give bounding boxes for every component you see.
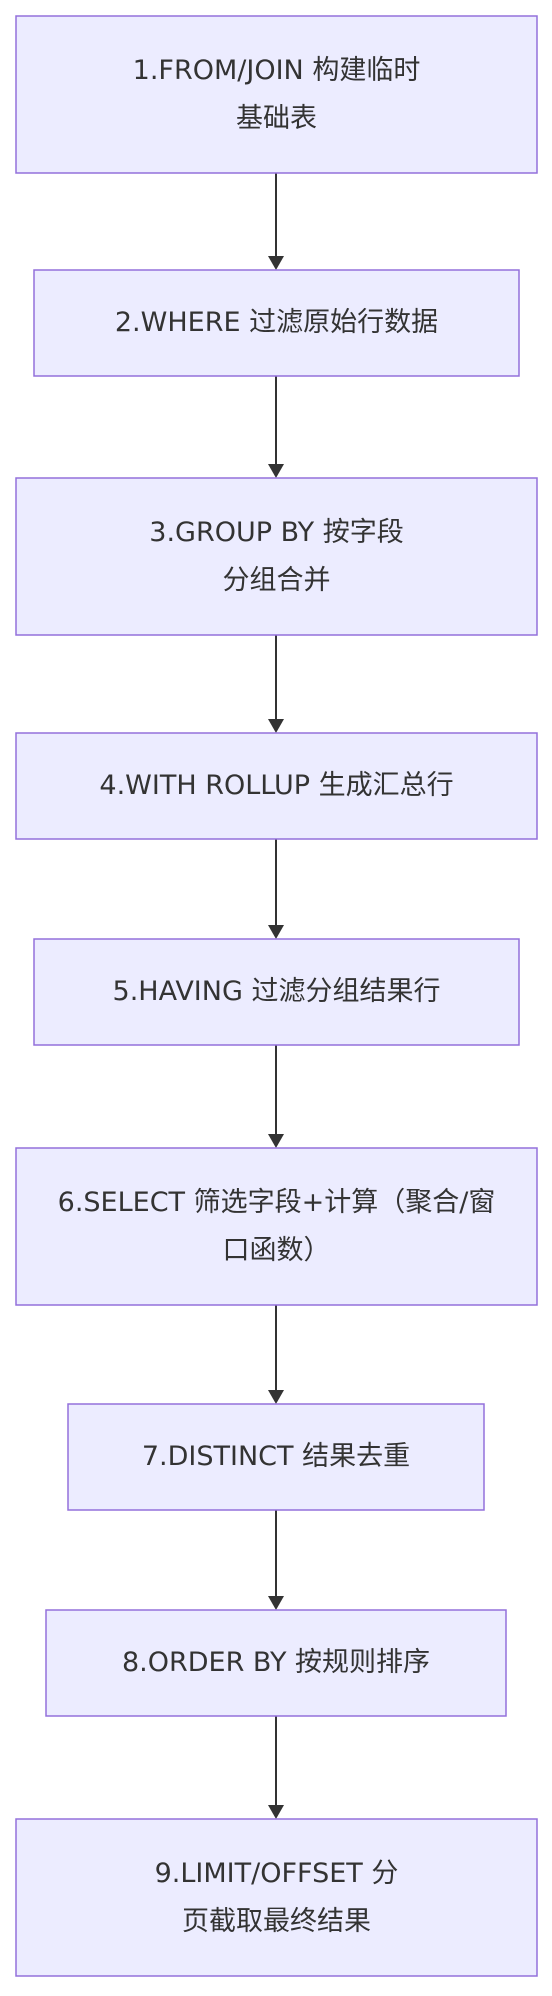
nodes-layer <box>15 15 538 1977</box>
arrowhead-icon <box>268 1390 284 1404</box>
step-1-box <box>15 15 538 174</box>
step-7-label: 7.DISTINCT 结果去重 <box>68 1404 484 1510</box>
step-5-label: 5.HAVING 过滤分组结果行 <box>34 939 519 1045</box>
step-9-box <box>15 1818 538 1977</box>
step-4-text: 4.WITH ROLLUP 生成汇总行 <box>99 770 454 801</box>
step-6-box <box>15 1147 538 1306</box>
step-6-text: 6.SELECT 筛选字段+计算（聚合/窗口函数） <box>57 1186 496 1266</box>
step-8-text: 8.ORDER BY 按规则排序 <box>121 1647 431 1678</box>
arrowhead-icon <box>268 925 284 939</box>
step-7-text: 7.DISTINCT 结果去重 <box>141 1441 411 1472</box>
edges-layer <box>268 173 284 1819</box>
step-3-box <box>15 477 538 636</box>
arrowhead-icon <box>268 1596 284 1610</box>
step-2-box <box>33 269 520 377</box>
step-3-label: 3.GROUP BY 按字段分组合并 <box>16 478 537 635</box>
arrowhead-icon <box>268 719 284 733</box>
step-1-text: 1.FROM/JOIN 构建临时基础表 <box>132 54 421 134</box>
step-7-box <box>67 1403 485 1511</box>
step-4-box <box>15 732 538 840</box>
arrowhead-icon <box>268 1805 284 1819</box>
step-1-label: 1.FROM/JOIN 构建临时基础表 <box>16 16 537 173</box>
step-2-text: 2.WHERE 过滤原始行数据 <box>114 307 439 338</box>
step-3-text: 3.GROUP BY 按字段分组合并 <box>149 516 404 596</box>
step-4-label: 4.WITH ROLLUP 生成汇总行 <box>16 733 537 839</box>
step-5-text: 5.HAVING 过滤分组结果行 <box>112 976 441 1007</box>
step-2-label: 2.WHERE 过滤原始行数据 <box>34 270 519 376</box>
step-5-box <box>33 938 520 1046</box>
arrowhead-icon <box>268 464 284 478</box>
step-9-label: 9.LIMIT/OFFSET 分页截取最终结果 <box>16 1819 537 1976</box>
arrowhead-icon <box>268 256 284 270</box>
arrowhead-icon <box>268 1134 284 1148</box>
step-8-box <box>45 1609 507 1717</box>
step-9-text: 9.LIMIT/OFFSET 分页截取最终结果 <box>154 1857 399 1937</box>
step-6-label: 6.SELECT 筛选字段+计算（聚合/窗口函数） <box>16 1148 537 1305</box>
step-8-label: 8.ORDER BY 按规则排序 <box>46 1610 506 1716</box>
